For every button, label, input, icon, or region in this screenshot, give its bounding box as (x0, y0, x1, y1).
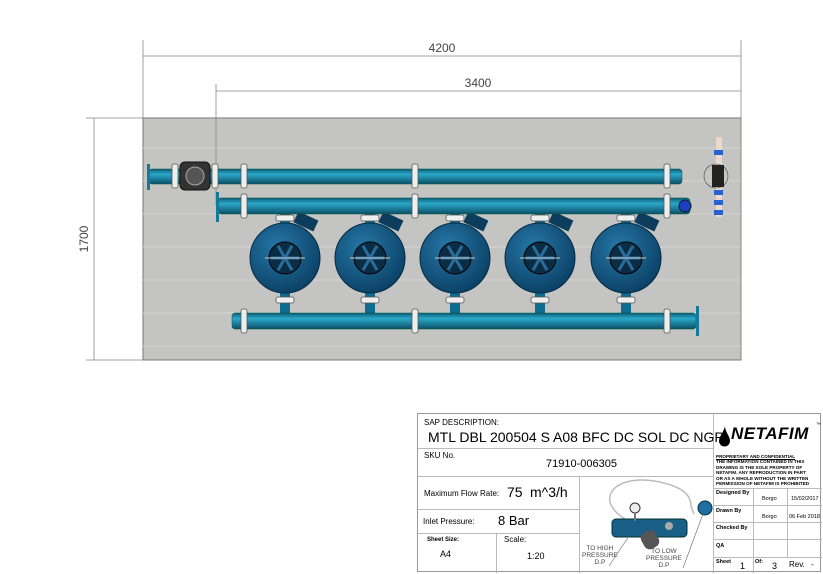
sheet-number: 1 (740, 561, 746, 571)
pipe-coupling (240, 193, 248, 219)
to-high-pressure-label: TO HIGH PRESSURE D.P (582, 545, 618, 566)
drawn-date: 06 Feb 2018 (789, 514, 820, 520)
sap-description-label: SAP DESCRIPTION: (424, 418, 499, 427)
filter-coupling (360, 296, 380, 304)
sheet-size-value: A4 (440, 549, 452, 559)
of-label: Of: (755, 559, 763, 565)
filter-unit (334, 205, 406, 320)
dimension-lines (86, 40, 742, 361)
to-low-line-3: D.P (658, 562, 670, 569)
filter-coupling (616, 296, 636, 304)
drain-manifold (231, 306, 699, 336)
filter-bank (249, 205, 662, 320)
proprietary-title: PROPRIETARY AND CONFIDENTIAL (716, 454, 796, 459)
rev-value: - (811, 560, 814, 569)
filter-coupling (616, 214, 636, 222)
inlet-pressure-label: Inlet Pressure: (423, 517, 475, 526)
proprietary-line: OR AS A WHOLE WITHOUT THE WRITTEN (716, 475, 809, 481)
sheet-size-label: Sheet Size: (427, 537, 460, 543)
dimension-1700: 1700 (77, 225, 91, 252)
proprietary-line: THE INFORMATION CONTAINED IN THIS (716, 459, 805, 465)
designed-date: 15/02/2017 (791, 496, 819, 502)
netafim-drop-logo-icon (719, 426, 730, 447)
filter-unit (419, 205, 491, 320)
filter-coupling (360, 214, 380, 222)
max-flow-value: 75 (507, 484, 523, 500)
dp-gauge-illustration (608, 479, 713, 569)
to-high-line-1: TO HIGH (586, 545, 614, 552)
checked-by-label: Checked By (716, 525, 748, 531)
to-low-pressure-label: TO LOW PRESSURE D.P (646, 548, 682, 569)
sheet-total: 3 (772, 561, 778, 571)
pipe-coupling (411, 193, 419, 219)
max-flow-label: Maximum Flow Rate: (424, 489, 500, 498)
to-high-line-2: PRESSURE (582, 552, 618, 559)
proprietary-line: NETAFIM. ANY REPRODUCTION IN PART (716, 470, 806, 476)
proprietary-notice: PROPRIETARY AND CONFIDENTIAL THE INFORMA… (716, 454, 809, 486)
pipe-coupling (171, 163, 179, 189)
max-flow-unit: m^3/h (530, 484, 568, 500)
qa-label: QA (716, 543, 725, 549)
filter-coupling (445, 214, 465, 222)
pipe-coupling (663, 308, 671, 334)
inlet-pressure-value: 8 Bar (498, 513, 530, 528)
filter-coupling (445, 296, 465, 304)
filter-unit (249, 205, 321, 320)
filter-coupling (530, 214, 550, 222)
drawn-by-value: Borgo (762, 514, 777, 520)
sheet-label: Sheet (716, 559, 731, 565)
scale-value: 1:20 (527, 551, 545, 561)
pipe-coupling (411, 308, 419, 334)
pipe-coupling (211, 163, 219, 189)
to-low-line-2: PRESSURE (646, 555, 682, 562)
filter-coupling (530, 296, 550, 304)
pipe-coupling (663, 193, 671, 219)
rev-label: Rev. (789, 560, 805, 569)
filter-unit (590, 205, 662, 320)
pipe-coupling (663, 163, 671, 189)
sap-description: MTL DBL 200504 S A08 BFC DC SOL DC NGR (428, 429, 725, 445)
outlet-manifold (216, 192, 692, 222)
title-block: SAP DESCRIPTION: MTL DBL 200504 S A08 BF… (417, 413, 822, 573)
designed-by-value: Borgo (762, 496, 777, 502)
filter-coupling (275, 296, 295, 304)
controller (703, 137, 729, 217)
scale-label: Scale: (504, 535, 527, 544)
filter-coupling (275, 214, 295, 222)
to-low-line-1: TO LOW (651, 548, 677, 555)
dimension-4200: 4200 (429, 41, 456, 55)
designed-by-label: Designed By (716, 490, 750, 496)
pipe-coupling (240, 163, 248, 189)
couplings (171, 163, 671, 334)
proprietary-line: PERMISSION OF NETAFIM IS PROHIBITED (716, 481, 810, 487)
sku-value: 71910-006305 (546, 458, 617, 470)
brand-logo-text: NETAFIM (731, 424, 809, 443)
proprietary-line: DRAWING IS THE SOLE PROPERTY OF (716, 464, 803, 470)
pipe-coupling (411, 163, 419, 189)
pipe-coupling (240, 308, 248, 334)
dimension-3400: 3400 (465, 76, 492, 90)
trademark: ™ (816, 422, 821, 428)
drawn-by-label: Drawn By (716, 508, 742, 514)
sku-label: SKU No. (424, 451, 456, 460)
to-high-line-3: D.P (594, 559, 606, 566)
filter-unit (504, 205, 576, 320)
